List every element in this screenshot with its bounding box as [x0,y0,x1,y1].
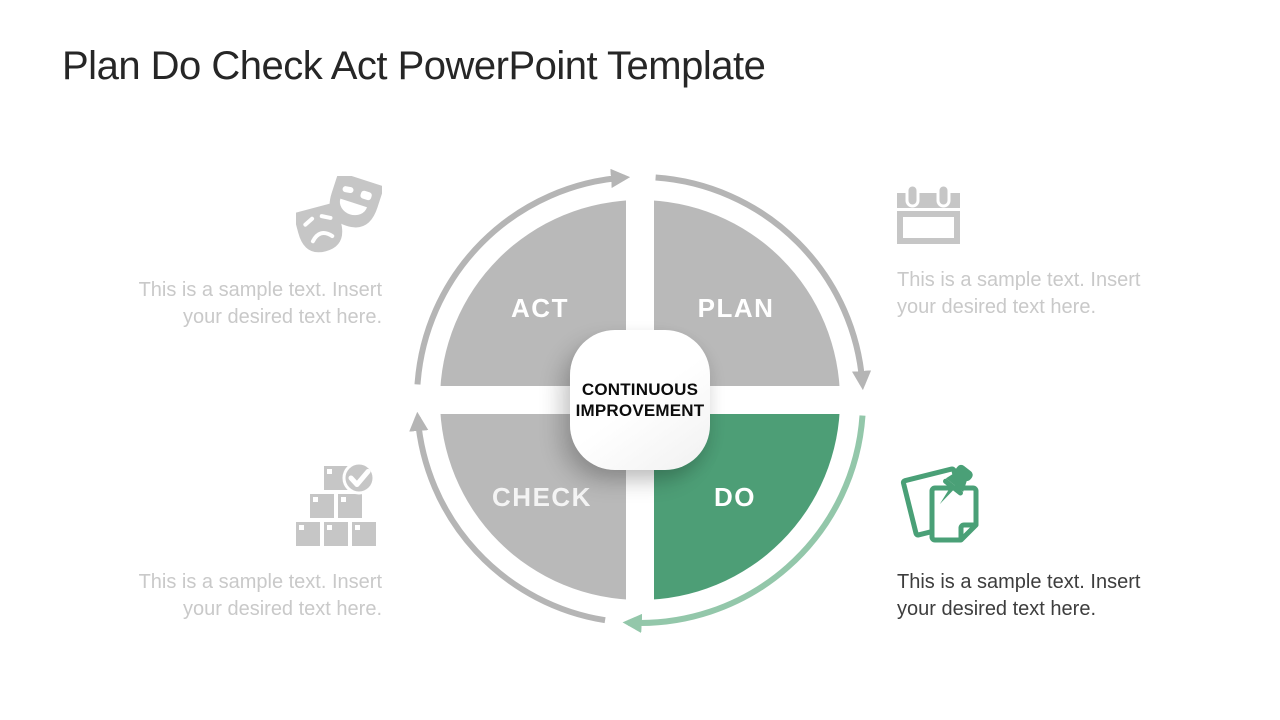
callout-bottom-right: This is a sample text. Insert your desir… [897,460,1169,624]
continuous-improvement-badge: CONTINUOUS IMPROVEMENT [570,330,710,470]
callout-top-left: This is a sample text. Insert your desir… [110,172,384,332]
placeholder-text: This is a sample text. Insert your desir… [897,570,1141,621]
callout-bottom-left: This is a sample text. Insert your desir… [110,461,382,624]
callout-top-right: This is a sample text. Insert your desir… [897,183,1169,322]
placeholder-text: This is a sample text. Insert your desir… [138,570,382,621]
theater-masks-icon [293,172,384,263]
placeholder-text: This is a sample text. Insert your desir… [897,268,1141,319]
arc-arrow-top-right [655,174,872,391]
center-label: CONTINUOUS IMPROVEMENT [575,380,705,420]
arc-arrow-top-left [414,168,631,385]
arc-arrow-bottom-left [409,411,606,624]
stacked-boxes-check-icon [296,461,382,555]
arc-arrow-bottom-right [622,415,866,633]
placeholder-text: This is a sample text. Insert your desir… [138,278,382,329]
pinned-note-icon [897,460,992,555]
page-title: Plan Do Check Act PowerPoint Template [62,44,766,88]
calendar-icon [897,183,961,253]
